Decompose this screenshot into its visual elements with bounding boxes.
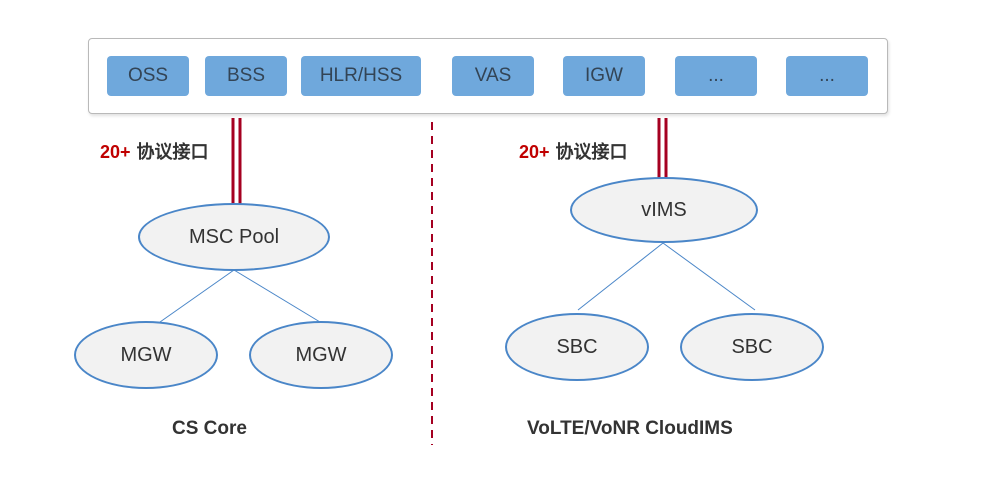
system-box-hlr-hss: HLR/HSS — [301, 56, 421, 96]
right-sbc-node-2: SBC — [680, 313, 824, 381]
right-sbc-node-1: SBC — [505, 313, 649, 381]
cs-core-caption: CS Core — [172, 418, 247, 439]
system-box-igw: IGW — [563, 56, 645, 96]
cloudims-caption: VoLTE/VoNR CloudIMS — [527, 418, 733, 439]
system-box-oss: OSS — [107, 56, 189, 96]
right-link-1 — [577, 242, 664, 311]
system-box-more-1: ... — [675, 56, 757, 96]
right-protocol-text: 协议接口 — [555, 142, 628, 162]
right-link-2 — [662, 242, 756, 311]
system-box-more-2: ... — [786, 56, 868, 96]
msc-pool-node: MSC Pool — [138, 203, 330, 271]
system-box-vas: VAS — [452, 56, 534, 96]
left-link-2 — [233, 269, 321, 323]
right-protocol-count: 20+ — [519, 142, 550, 162]
left-link-1 — [159, 269, 235, 323]
left-mgw-node-2: MGW — [249, 321, 393, 389]
right-protocol-label: 20+协议接口 — [519, 138, 628, 164]
left-protocol-text: 协议接口 — [136, 142, 209, 162]
vims-node: vIMS — [570, 177, 758, 243]
left-protocol-count: 20+ — [100, 142, 131, 162]
left-mgw-node-1: MGW — [74, 321, 218, 389]
system-box-bss: BSS — [205, 56, 287, 96]
left-protocol-label: 20+协议接口 — [100, 138, 209, 164]
